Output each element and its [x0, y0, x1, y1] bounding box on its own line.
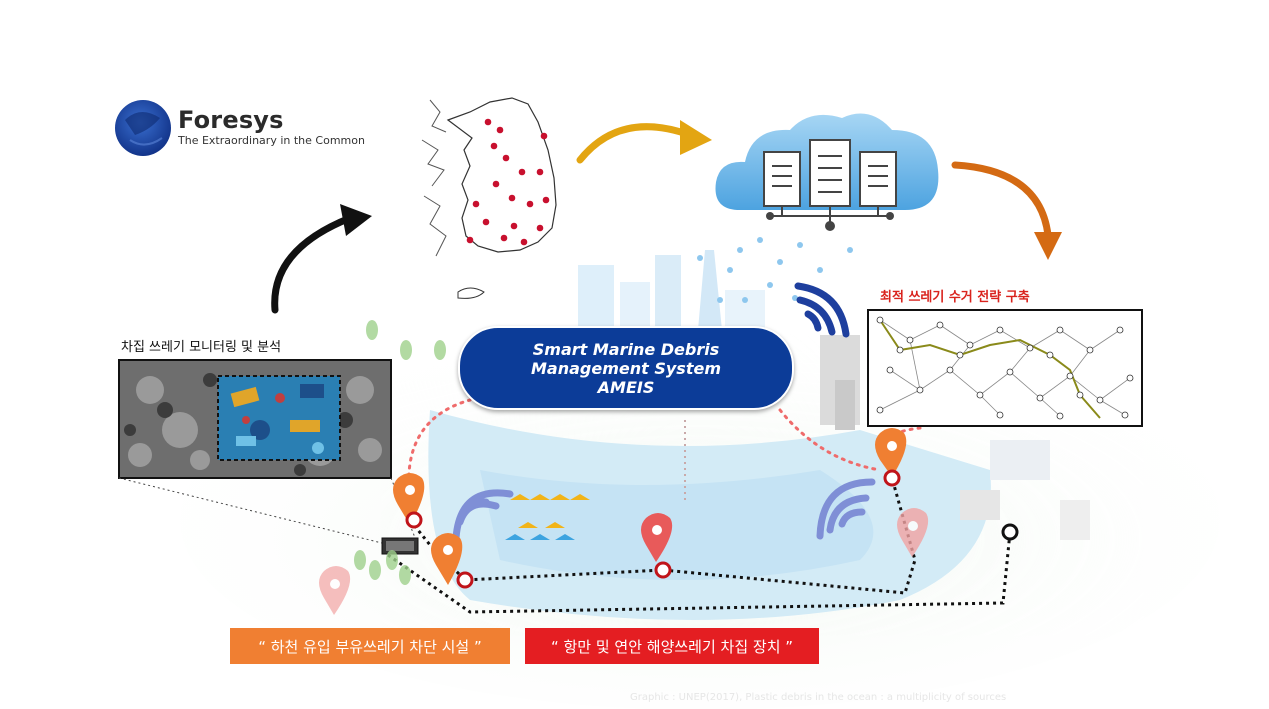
river-facility-label: “ 하천 유입 부유쓰레기 차단 시설 ”: [230, 628, 510, 664]
monitoring-caption: 차집 쓰레기 모니터링 및 분석: [121, 340, 282, 355]
location-pin-icon: [431, 533, 463, 585]
arrow-head-icon: [1034, 232, 1062, 260]
system-title-pill: Smart Marine Debris Management System AM…: [458, 326, 794, 410]
system-title-line3: AMEIS: [597, 377, 655, 397]
network-graph-icon: [867, 309, 1143, 427]
arrow-head-icon: [680, 120, 712, 155]
arrow-head-icon: [340, 204, 372, 236]
route-stop-marker: [405, 469, 1019, 589]
trash-monitoring-photo: [118, 359, 419, 555]
location-pin-icon: [897, 508, 929, 557]
curved-arrow-icon: [271, 214, 354, 314]
curved-arrow-icon: [576, 123, 694, 164]
graphic-credit: Graphic : UNEP(2017), Plastic debris in …: [630, 692, 1007, 703]
korea-map-icon: [421, 97, 557, 299]
collection-route: [387, 477, 1012, 614]
system-title-line1: Smart Marine Debris: [532, 339, 720, 359]
data-rain: [697, 237, 853, 303]
brand-name: Foresys: [178, 106, 284, 134]
brand-tagline: The Extraordinary in the Common: [178, 134, 365, 147]
wifi-signal-icon: [816, 478, 876, 540]
beach-umbrellas: [505, 494, 590, 540]
location-pin-icon: [875, 428, 907, 477]
strategy-caption: 최적 쓰레기 수거 전략 구축: [880, 290, 1030, 305]
cloud-server-icon: [715, 113, 939, 231]
globe-logo-icon: [115, 100, 171, 156]
wifi-signal-icon: [452, 489, 514, 542]
wifi-signal-icon: [794, 282, 850, 338]
location-pin-icon: [641, 513, 673, 562]
harbor-device-label: “ 항만 및 연안 해양쓰레기 차집 장치 ”: [525, 628, 819, 664]
trees-decor: [354, 320, 446, 585]
location-pin-icon: [319, 566, 351, 615]
system-title-line2: Management System: [531, 358, 721, 378]
curved-arrow-icon: [951, 161, 1052, 239]
